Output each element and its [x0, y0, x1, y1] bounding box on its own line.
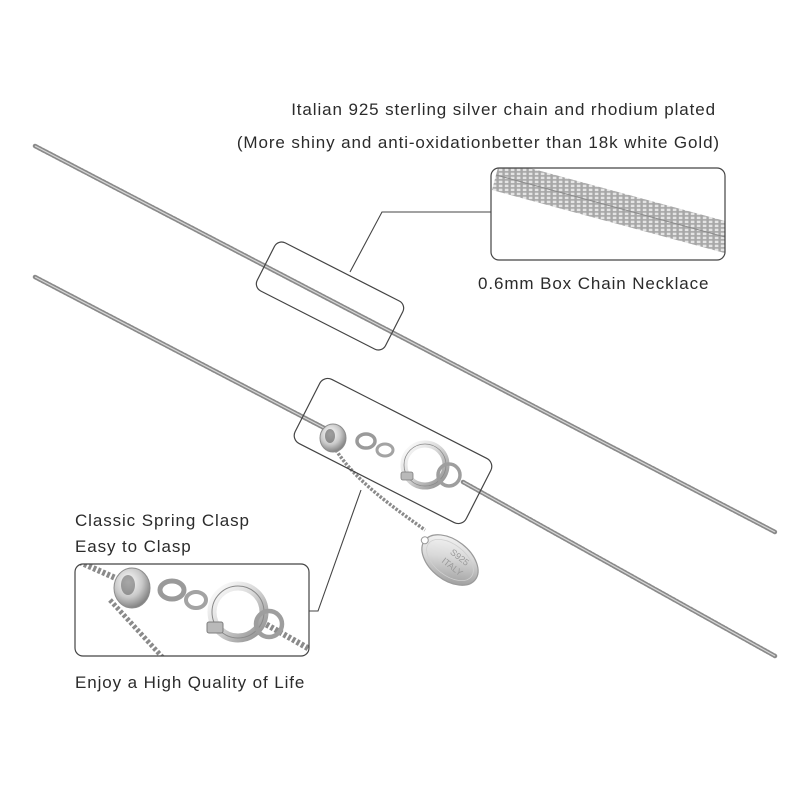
chain-highlight-frame: [255, 241, 405, 351]
clasp-label-line-1: Classic Spring Clasp: [75, 511, 250, 530]
clasp-highlight-frame: [293, 377, 493, 525]
chain-callout-leader: [349, 211, 491, 273]
s925-italy-tag: S925 ITALY: [420, 534, 479, 586]
clasp-label-line-2: Easy to Clasp: [75, 537, 192, 556]
clasp-zoom: [74, 563, 310, 657]
spring-clasp-main: [319, 423, 462, 490]
upper-chain-strand: [32, 143, 778, 535]
box-chain-label: 0.6mm Box Chain Necklace: [478, 274, 710, 293]
headline-line-1: Italian 925 sterling silver chain and rh…: [291, 100, 716, 119]
clasp-callout-leader: [309, 489, 362, 612]
extender-chain: [334, 449, 427, 532]
headline-line-2: (More shiny and anti-oxidationbetter tha…: [236, 133, 720, 152]
quality-label: Enjoy a High Quality of Life: [75, 673, 306, 692]
box-chain-zoom: [490, 167, 726, 261]
lower-chain-strand: [32, 274, 778, 659]
